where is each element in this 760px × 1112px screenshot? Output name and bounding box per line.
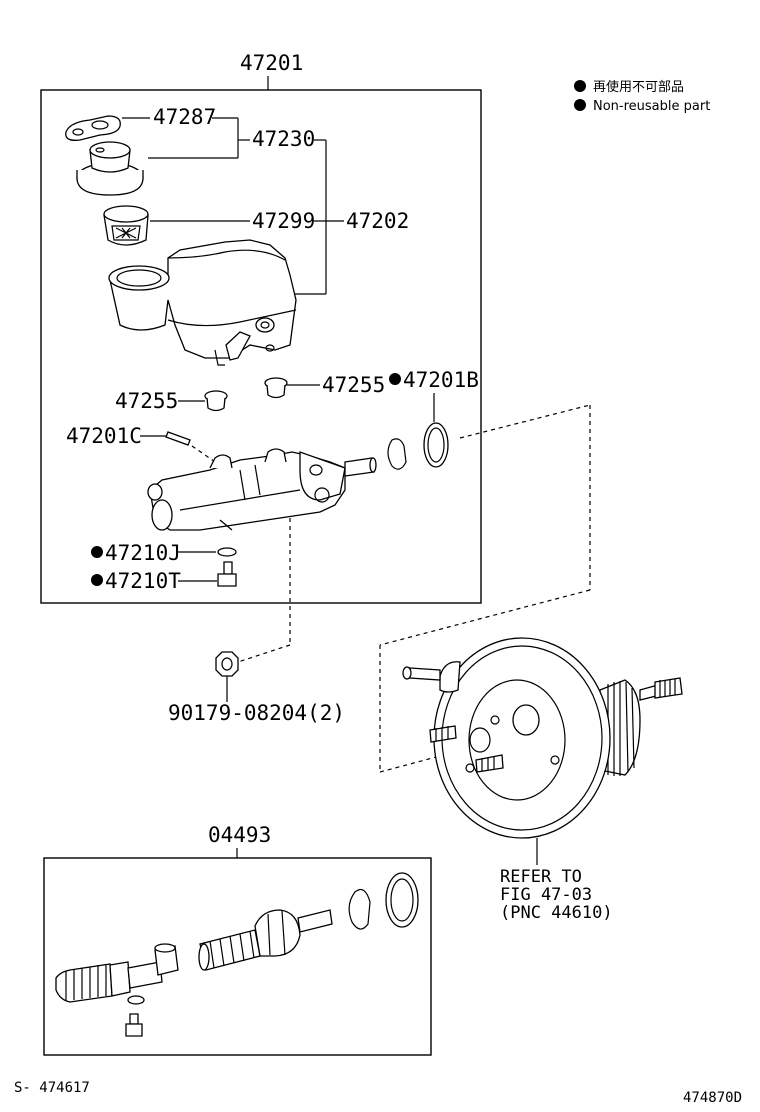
assembly-box-47201 — [40, 89, 482, 604]
label-fig-47-03[interactable]: FIG 47-03 — [500, 885, 592, 905]
pin-47201C-part — [165, 431, 191, 446]
gasket-47287-part — [65, 115, 121, 141]
footer-left-code: S- 474617 — [14, 1080, 90, 1096]
o-ring-47201B-part — [423, 422, 449, 468]
label-47201C[interactable]: 47201C — [66, 424, 142, 448]
label-04493[interactable]: 04493 — [208, 823, 271, 847]
master-cylinder-body-part — [147, 448, 377, 531]
non-reusable-47210T-dot-icon — [91, 574, 103, 586]
legend-english: Non-reusable part — [593, 99, 710, 114]
label-47201[interactable]: 47201 — [240, 51, 303, 75]
label-47210J[interactable]: 47210J — [105, 541, 181, 565]
brake-booster-part — [402, 637, 683, 839]
label-90179-08204[interactable]: 90179-08204(2) — [168, 701, 345, 725]
label-47255-right[interactable]: 47255 — [322, 373, 385, 397]
label-pnc-44610[interactable]: (PNC 44610) — [500, 903, 613, 923]
nut-90179-part — [215, 651, 239, 677]
repair-kit-box-04493 — [43, 857, 432, 1056]
cap-47230-part — [76, 141, 144, 196]
kit-washer-part — [127, 995, 145, 1005]
kit-bleeder-plug-part — [125, 1013, 143, 1037]
kit-o-ring-part — [385, 872, 419, 928]
washer-47210J-part — [217, 547, 237, 557]
kit-primary-piston-part — [198, 909, 333, 971]
legend-japanese: 再使用不可部品 — [593, 79, 684, 95]
kit-snap-ring-part — [348, 889, 371, 930]
non-reusable-47210J-dot-icon — [91, 546, 103, 558]
label-47299[interactable]: 47299 — [252, 209, 315, 233]
label-refer-to[interactable]: REFER TO — [500, 867, 582, 887]
label-47287[interactable]: 47287 — [153, 105, 216, 129]
strainer-47299-part — [103, 205, 149, 246]
bleeder-plug-47210T-part — [217, 561, 237, 587]
grommet-47255-right-part — [264, 377, 288, 399]
non-reusable-dot-icon — [574, 99, 586, 111]
footer-right-code: 474870D — [683, 1090, 742, 1106]
snap-ring-part — [387, 438, 407, 470]
legend: 再使用不可部品 Non-reusable part — [574, 79, 710, 114]
label-47255-left[interactable]: 47255 — [115, 389, 178, 413]
non-reusable-47201B-dot-icon — [389, 373, 401, 385]
label-47210T[interactable]: 47210T — [105, 569, 181, 593]
kit-secondary-piston-part — [55, 943, 179, 1003]
reservoir-47202-part — [108, 239, 297, 366]
label-47202[interactable]: 47202 — [346, 209, 409, 233]
label-47201B[interactable]: 47201B — [403, 368, 479, 392]
grommet-47255-left-part — [204, 390, 228, 412]
non-reusable-dot-icon — [574, 80, 586, 92]
label-47230[interactable]: 47230 — [252, 127, 315, 151]
